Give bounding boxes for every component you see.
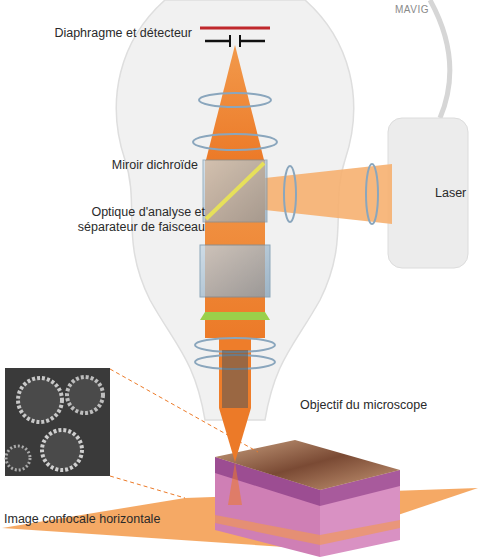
objective-tube	[222, 350, 248, 408]
part-label: Laser	[435, 186, 475, 201]
dichroic-cube	[203, 160, 267, 222]
lens	[284, 166, 296, 222]
beam-column	[219, 338, 251, 408]
beam-splitter	[200, 245, 270, 297]
papilla-ring	[67, 377, 103, 413]
pinhole-diaphragm	[229, 35, 231, 47]
dichroic-mirror	[206, 163, 264, 219]
brand-mark: MAVIG	[395, 2, 455, 17]
focused-beam	[228, 462, 242, 505]
part-label: Miroir dichroïde	[80, 158, 198, 173]
papilla-ring	[42, 430, 82, 470]
pinhole-diaphragm	[205, 40, 230, 43]
part-label: Diaphragme et détecteur	[40, 26, 192, 41]
part-label: Image confocale horizontale	[4, 512, 204, 527]
image-plane-section	[215, 515, 400, 545]
skin-surface	[215, 440, 400, 490]
lens	[195, 338, 275, 352]
detector	[200, 27, 270, 30]
focused-beam	[219, 408, 251, 462]
lens	[199, 93, 271, 107]
part-label: Optique d'analyse et séparateur de faisc…	[60, 205, 205, 235]
device-cable	[430, 0, 450, 118]
laser-beam	[265, 164, 392, 224]
part-label: Objectif du microscope	[300, 398, 470, 413]
detection-beam	[206, 45, 264, 160]
confocal-image	[5, 368, 110, 476]
lens	[193, 134, 277, 150]
papilla-ring	[18, 378, 62, 422]
papilla-ring	[6, 446, 30, 470]
pinhole-diaphragm	[239, 35, 241, 47]
leader-line	[110, 369, 258, 452]
pinhole-diaphragm	[240, 40, 265, 43]
leader-line	[110, 476, 185, 498]
analysis-plate	[200, 312, 270, 320]
lens	[366, 164, 378, 224]
